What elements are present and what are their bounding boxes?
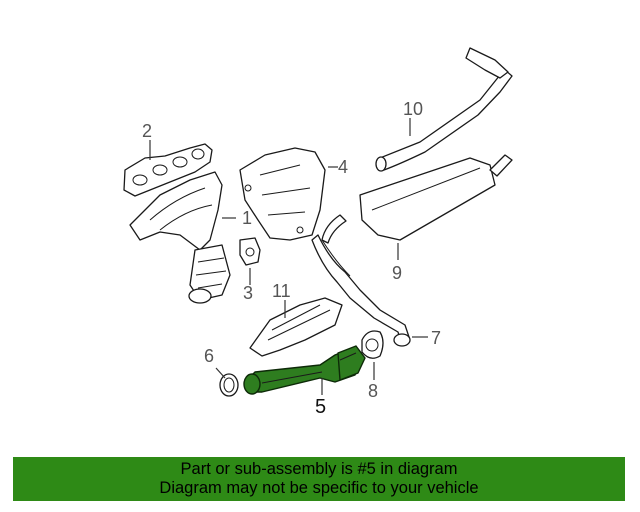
banner-line-disclaimer: Diagram may not be specific to your vehi… bbox=[159, 479, 479, 497]
callout-9: 9 bbox=[392, 263, 402, 283]
callout-10: 10 bbox=[403, 99, 423, 119]
center-pipe-part bbox=[311, 234, 411, 347]
callout-6: 6 bbox=[204, 346, 214, 366]
leader-lines bbox=[149, 118, 428, 395]
bracket-part bbox=[239, 237, 261, 266]
heat-insulator-part bbox=[249, 297, 343, 357]
callout-1: 1 bbox=[242, 208, 252, 228]
gasket-ring-part bbox=[219, 373, 239, 397]
tail-pipe-part bbox=[375, 47, 513, 172]
manifold-gasket-part bbox=[123, 143, 213, 197]
banner-line-part: Part or sub-assembly is #5 in diagram bbox=[180, 460, 458, 478]
callout-5: 5 bbox=[315, 396, 326, 418]
manifold-heat-shield-part bbox=[239, 147, 326, 241]
exhaust-manifold-part bbox=[129, 171, 231, 304]
front-exhaust-tube-part bbox=[243, 345, 366, 395]
callout-2: 2 bbox=[142, 121, 152, 141]
callout-3: 3 bbox=[243, 283, 253, 303]
part-info-banner: Part or sub-assembly is #5 in diagram Di… bbox=[13, 457, 625, 501]
callout-8: 8 bbox=[368, 381, 378, 401]
callout-4: 4 bbox=[338, 157, 348, 177]
callout-11: 11 bbox=[272, 281, 291, 301]
flange-gasket-part bbox=[361, 330, 384, 359]
muffler-part bbox=[321, 154, 513, 244]
callout-7: 7 bbox=[431, 328, 441, 348]
